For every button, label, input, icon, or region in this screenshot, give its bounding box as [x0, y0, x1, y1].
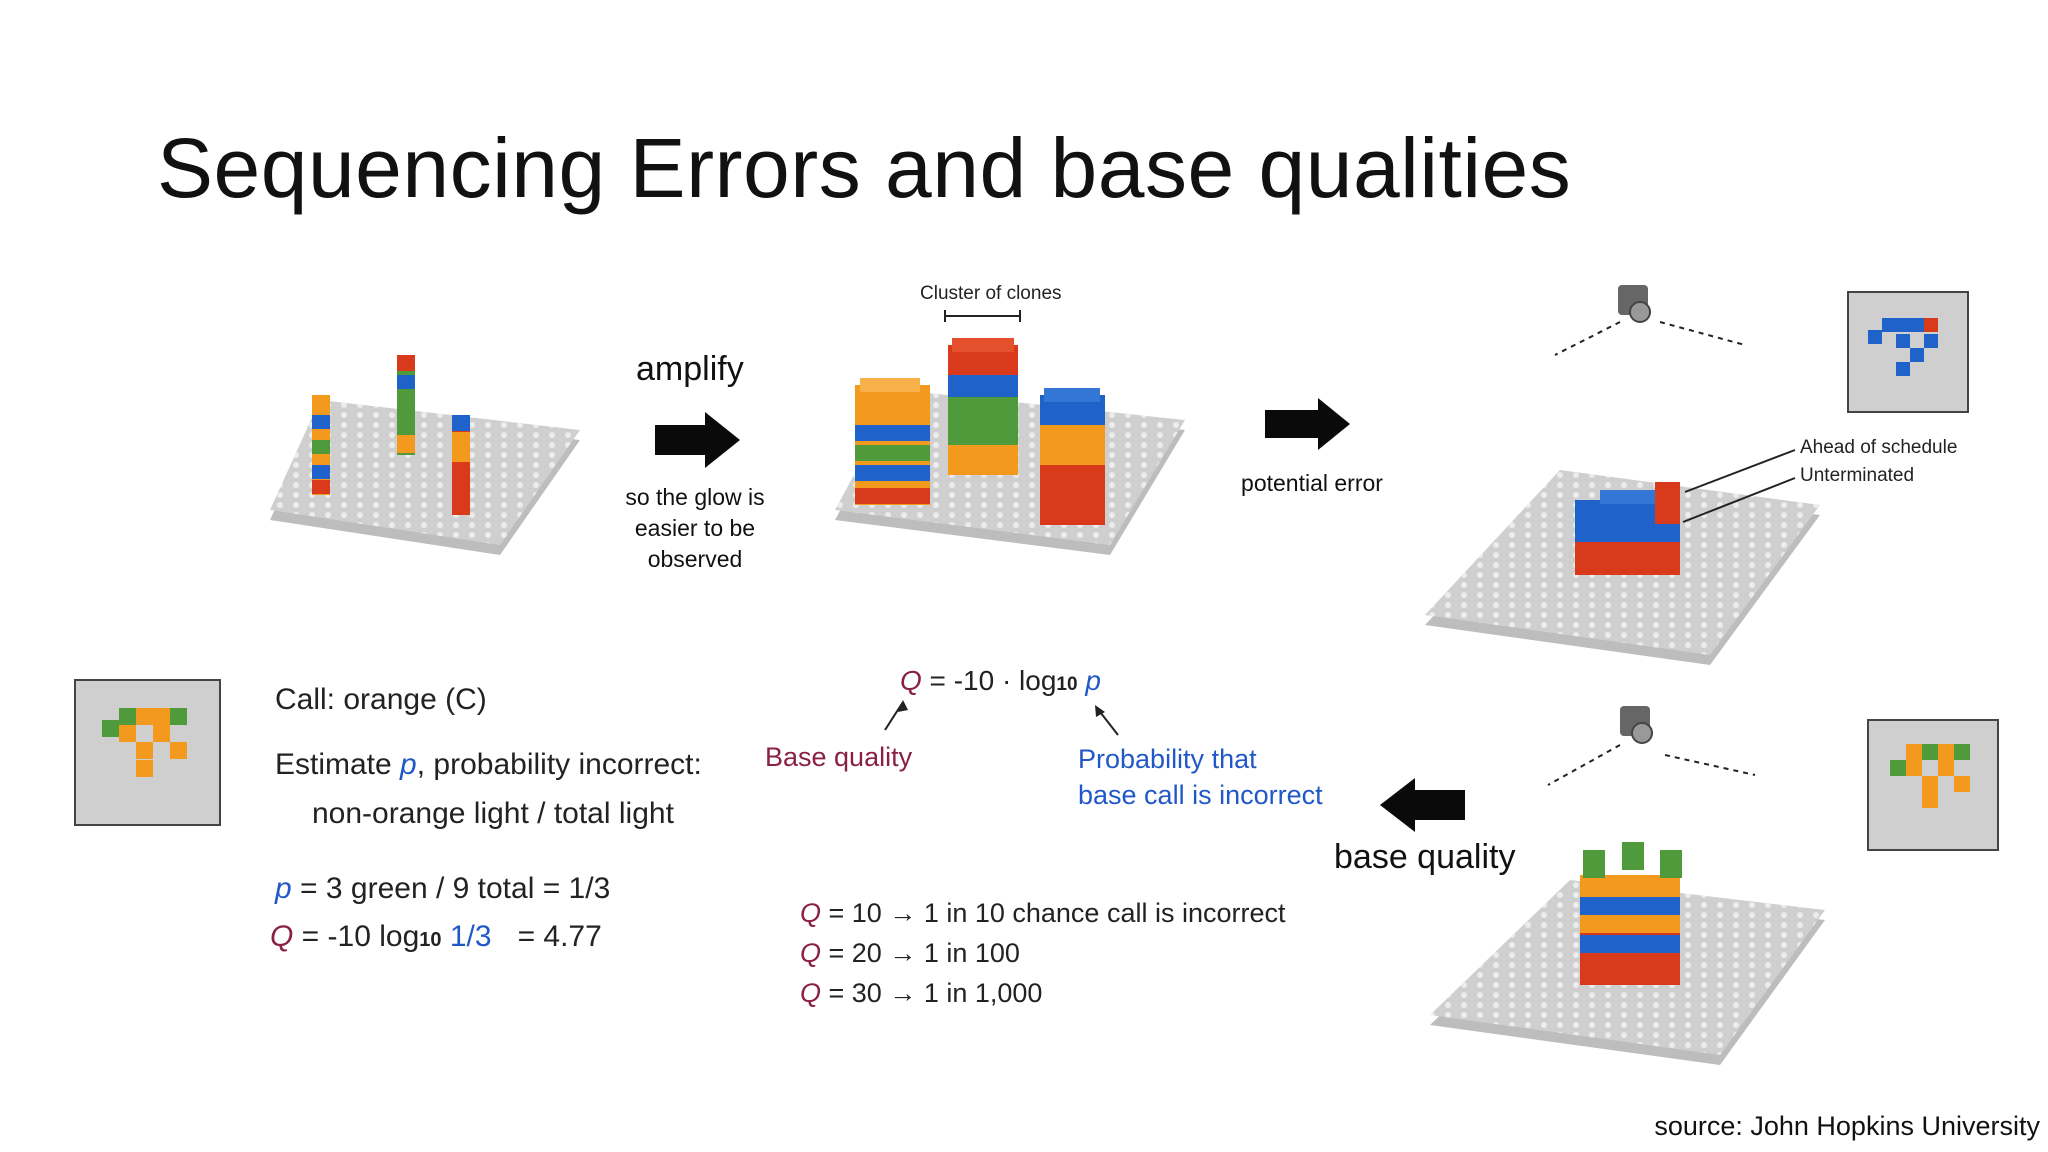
base-quality-label: Base quality — [765, 742, 913, 772]
p-equation: p = 3 green / 9 total = 1/3 — [275, 872, 610, 906]
p-eq: = 3 green / 9 total = 1/3 — [291, 872, 611, 905]
q-table-row-2: Q = 20 → 1 in 100 — [800, 938, 1020, 969]
call-text: Call: orange (C) — [275, 683, 487, 716]
q-table-q: Q — [800, 898, 822, 928]
unterminated-pointer — [1682, 477, 1796, 523]
base-quality-arrow-label: base quality — [1334, 838, 1516, 876]
formula-sub: 10 — [1056, 674, 1078, 695]
snapshot-image-bottom — [1867, 719, 1999, 851]
plate-1 — [270, 400, 580, 555]
estimate-prefix: Estimate — [275, 748, 401, 781]
estimate-p: p — [400, 748, 417, 781]
q-table-row-3: Q = 30 → 1 in 1,000 — [800, 978, 1042, 1009]
amplify-arrow — [655, 412, 740, 468]
single-molecule-strands — [312, 355, 470, 515]
q-table-q: Q — [800, 938, 822, 968]
snapshot-image-left — [74, 679, 221, 826]
formula-q: Q — [900, 665, 922, 696]
ahead-pointer — [1684, 449, 1796, 493]
q-table-q: Q — [800, 978, 822, 1008]
q-eq-sub: 10 — [419, 929, 442, 951]
p-symbol: p — [275, 872, 292, 905]
amplify-caption-line-3: observed — [647, 546, 743, 572]
formula-p: p — [1077, 665, 1101, 696]
amplify-caption: so the glow is easier to be observed — [615, 482, 775, 575]
estimate-suffix: , probability incorrect: — [416, 748, 702, 781]
potential-error-arrow — [1265, 398, 1350, 450]
formula-body: = -10 · log — [921, 665, 1057, 696]
sequenced-cluster-bottom — [1580, 842, 1682, 985]
camera-icon-bottom — [1547, 706, 1756, 786]
q-equation: Q = -10 log10 1/3 = 4.77 — [270, 920, 602, 954]
probability-label-1: Probability that — [1078, 744, 1257, 774]
q-formula: Q = -10 · log10 p — [900, 665, 1101, 697]
slide-title: Sequencing Errors and base qualities — [157, 121, 1572, 215]
base-quality-pointer — [884, 701, 904, 731]
estimate-text: Estimate p, probability incorrect: — [275, 748, 702, 782]
q-table-row-1: Q = 10 → 1 in 10 chance call is incorrec… — [800, 898, 1286, 929]
unterminated-label: Unterminated — [1800, 465, 1915, 486]
ratio-text: non-orange light / total light — [312, 797, 674, 830]
probability-label-2: base call is incorrect — [1078, 780, 1323, 810]
cluster-label: Cluster of clones — [920, 283, 1062, 304]
q-symbol: Q — [270, 920, 294, 953]
amplify-caption-line-1: so the glow is — [625, 484, 765, 510]
q-eq-val: 1/3 — [441, 920, 492, 953]
q-eq-result: = 4.77 — [517, 920, 602, 953]
sequenced-cluster-top — [1575, 482, 1680, 575]
q-table-text: = 20 → 1 in 100 — [821, 938, 1020, 968]
potential-error-label: potential error — [1241, 470, 1383, 496]
amplify-caption-line-2: easier to be — [634, 515, 756, 541]
ahead-of-schedule-label: Ahead of schedule — [1800, 437, 1958, 458]
q-table-text: = 10 → 1 in 10 chance call is incorrect — [821, 898, 1286, 928]
q-table-text: = 30 → 1 in 1,000 — [821, 978, 1043, 1008]
clone-cluster-stacks — [855, 338, 1105, 525]
snapshot-image-top — [1847, 291, 1969, 413]
source-citation: source: John Hopkins University — [1654, 1111, 2040, 1141]
amplify-label: amplify — [636, 350, 744, 388]
q-eq-a: = -10 log — [293, 920, 420, 953]
camera-icon-top — [1554, 285, 1746, 356]
base-quality-arrow — [1380, 778, 1465, 832]
